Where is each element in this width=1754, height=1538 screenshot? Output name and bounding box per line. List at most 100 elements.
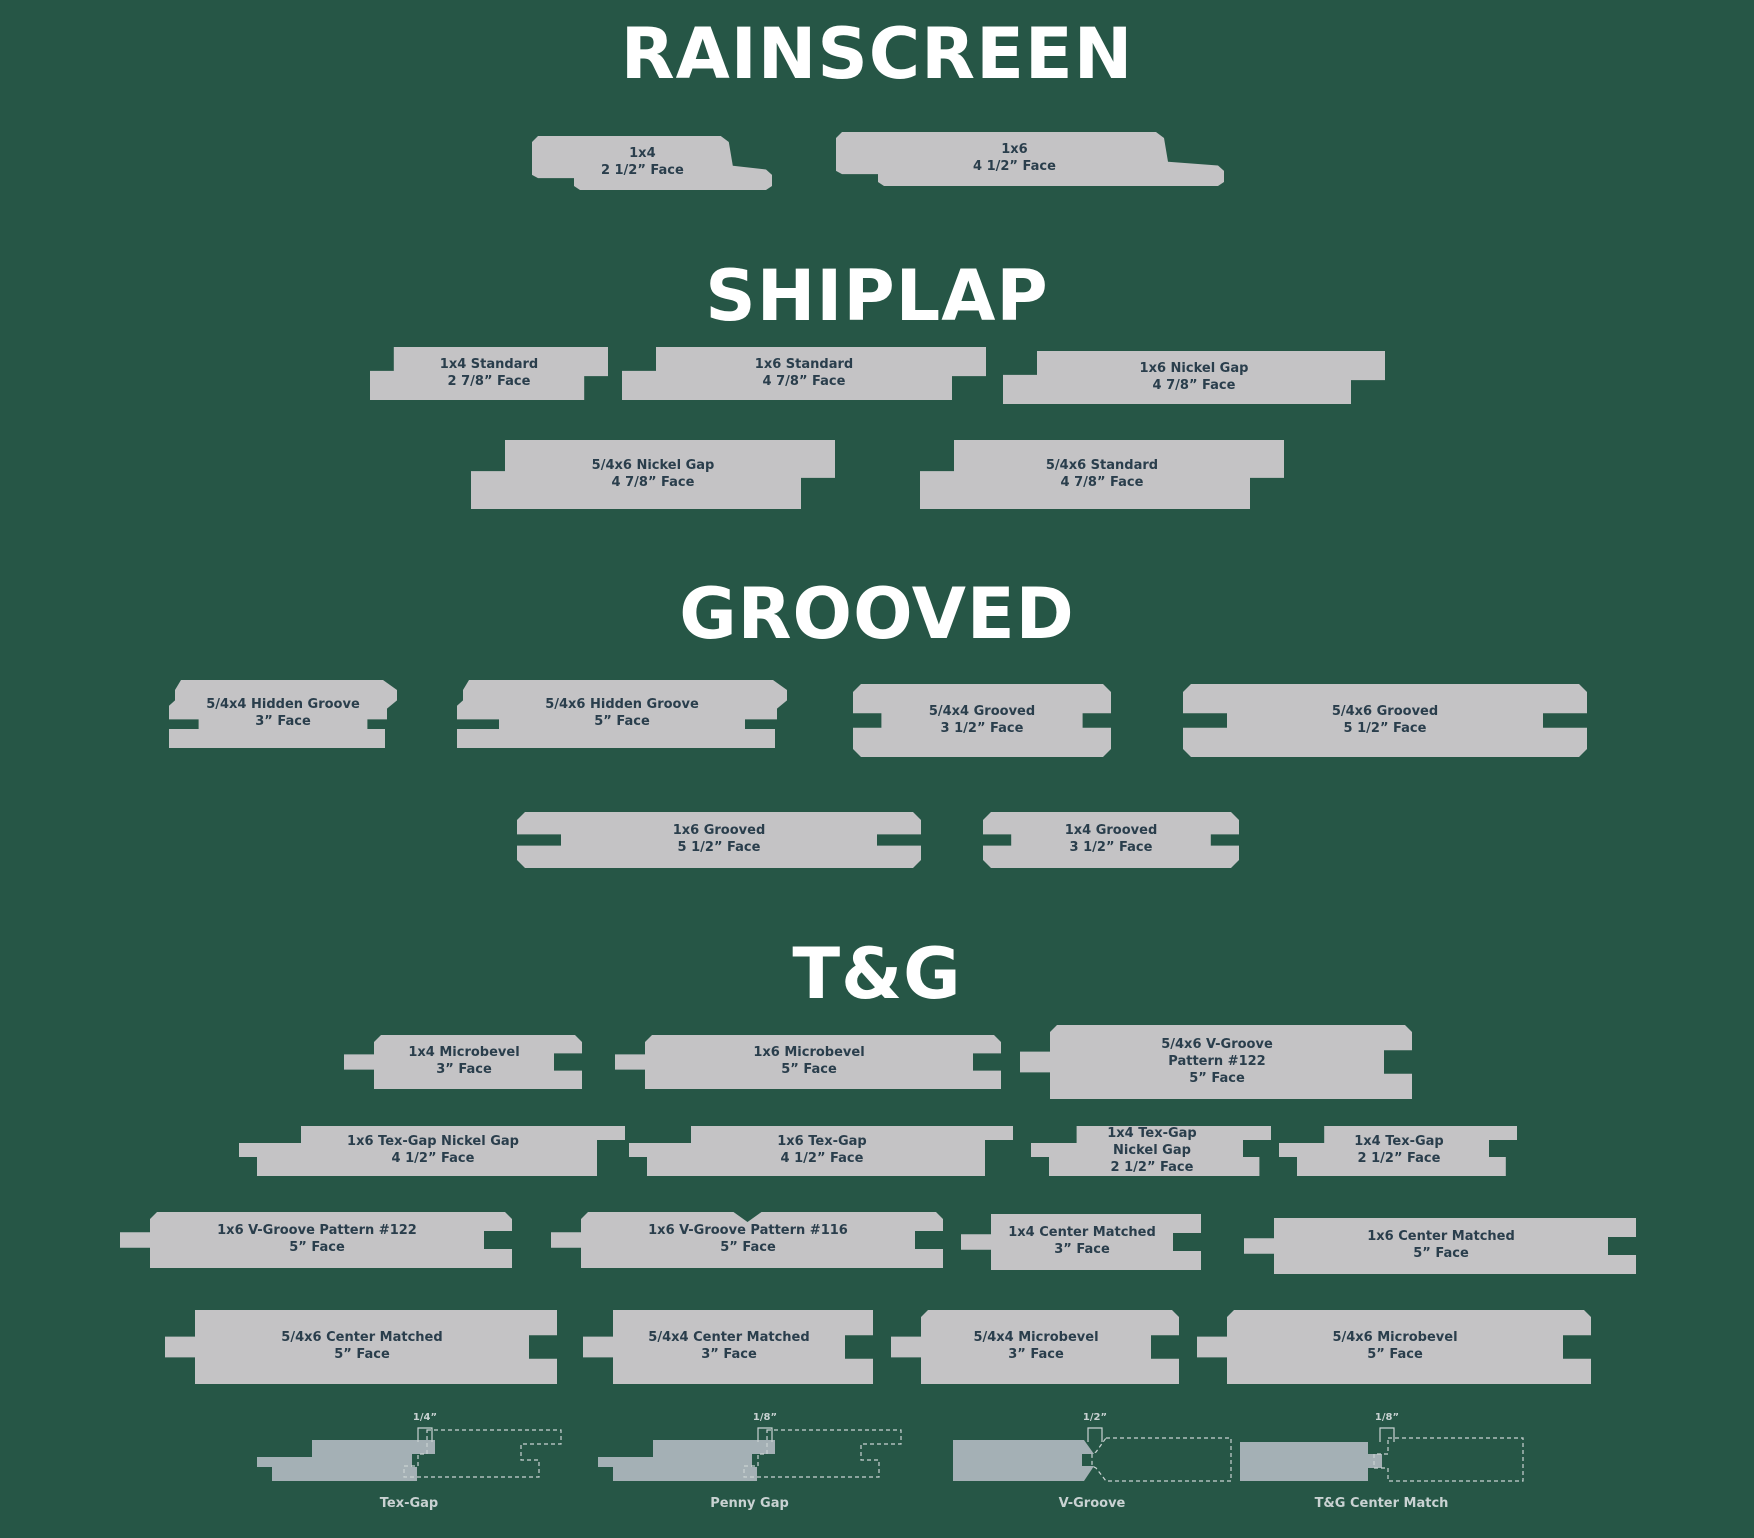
profile-shape-tg-54x6-vgroove-122	[1020, 1025, 1412, 1099]
profile-shape-rs-1x6	[836, 132, 1224, 186]
profile-label-line: 1x6 Nickel Gap	[1139, 360, 1249, 376]
profile-label-line: 4 7/8” Face	[1060, 474, 1144, 490]
section-title-grooved: GROOVED	[679, 573, 1075, 655]
profile-label-tg-1x6-vgroove-116: 1x6 V-Groove Pattern #116 5” Face	[538, 1222, 958, 1256]
gap-board-outline	[743, 1429, 902, 1478]
profile-shape-tg-54x6-microbevel	[1197, 1310, 1591, 1384]
profile-label-line: 5” Face	[781, 1062, 837, 1077]
profile-label-line: 2 1/2” Face	[1110, 1159, 1194, 1175]
profile-label-line: 5/4x6 Center Matched	[281, 1330, 443, 1345]
profile-label-line: 1x4 Center Matched	[1008, 1225, 1156, 1240]
gap-diagram-tex-gap	[257, 1427, 562, 1481]
profile-label-line: 1x6 Center Matched	[1367, 1229, 1515, 1244]
gap-dimension-bracket	[757, 1427, 773, 1442]
profile-label-line: 5” Face	[720, 1240, 776, 1255]
profile-label-line: 1x6 Standard	[754, 356, 854, 372]
gap-type-name: T&G Center Match	[1314, 1496, 1449, 1511]
gap-dimension-label: 1/2”	[1082, 1412, 1108, 1423]
gap-diagram-v-groove	[953, 1427, 1232, 1482]
gap-diagram-penny-gap	[598, 1427, 902, 1481]
profile-shape-gr-1x4-grooved	[983, 812, 1239, 868]
gap-board-outline	[1373, 1437, 1524, 1482]
profile-label-line: 5 1/2” Face	[677, 840, 761, 855]
profile-label-line: 3” Face	[701, 1347, 757, 1362]
profile-label-line: 5 1/2” Face	[1343, 720, 1427, 736]
profile-shape-gr-54x6-grooved	[1183, 684, 1587, 757]
profile-label-line: 3” Face	[255, 714, 311, 729]
profile-label-line: 5” Face	[1413, 1246, 1469, 1261]
profile-label-line: 1x4 Standard	[439, 356, 539, 372]
profile-label-line: Nickel Gap	[1113, 1142, 1191, 1158]
profile-shape-tg-54x4-center-matched	[583, 1310, 873, 1384]
gap-dimension-bracket	[1379, 1427, 1395, 1442]
profile-label-line: 1x6 Grooved	[672, 823, 766, 838]
profile-label-line: 1x6 Tex-Gap	[777, 1134, 867, 1149]
gap-diagram-tg-center-match	[1240, 1427, 1524, 1482]
profile-label-line: 3” Face	[436, 1062, 492, 1077]
gap-board-solid	[257, 1440, 435, 1481]
profile-label-line: 3” Face	[1008, 1347, 1064, 1362]
gap-dimension-bracket	[417, 1427, 433, 1442]
profile-label-line: 1x4 Microbevel	[408, 1045, 520, 1060]
profile-label-gr-1x4-grooved: 1x4 Grooved 3 1/2” Face	[901, 822, 1321, 856]
profile-shape-tg-1x6-texgap	[629, 1126, 1013, 1176]
profile-shape-tg-1x6-texgap-nickel	[239, 1126, 625, 1176]
profile-label-line: 2 1/2” Face	[1357, 1151, 1441, 1166]
profile-label-line: 3 1/2” Face	[940, 720, 1024, 736]
profile-label-tg-1x6-vgroove-122: 1x6 V-Groove Pattern #122 5” Face	[107, 1222, 527, 1256]
profile-shape-rs-1x4	[532, 136, 772, 190]
profile-label-line: 3 1/2” Face	[1069, 840, 1153, 855]
profile-label-line: 1x4 Tex-Gap	[1107, 1125, 1197, 1141]
profile-shape-sl-1x4-standard	[370, 347, 608, 400]
gap-board-solid	[598, 1440, 775, 1481]
profile-shape-tg-1x4-texgap-nickel	[1031, 1126, 1271, 1176]
gap-board-solid	[1240, 1442, 1382, 1481]
profile-shape-tg-1x6-vgroove-116	[551, 1212, 943, 1268]
profile-shape-gr-54x4-grooved	[853, 684, 1111, 757]
profile-shape-sl-1x6-standard	[622, 347, 986, 400]
profile-shape-sl-54x6-standard	[920, 440, 1284, 509]
profile-label-line: 5” Face	[334, 1347, 390, 1362]
profile-label-line: 1x6 V-Groove Pattern #122	[217, 1223, 417, 1238]
profile-label-tg-54x6-center-matched: 5/4x6 Center Matched 5” Face	[152, 1329, 572, 1363]
profile-label-line: 2 1/2” Face	[600, 163, 684, 178]
profile-label-line: 5/4x6 Standard	[1045, 457, 1159, 473]
profile-label-line: 4 7/8” Face	[611, 474, 695, 490]
profile-label-tg-1x4-texgap: 1x4 Tex-Gap 2 1/2” Face	[1189, 1133, 1609, 1167]
section-title-rainscreen: RAINSCREEN	[620, 13, 1134, 95]
profile-label-line: 1x4 Tex-Gap	[1354, 1134, 1444, 1149]
profile-label-line: 1x6 V-Groove Pattern #116	[648, 1223, 848, 1238]
profile-label-line: 1x4	[629, 146, 656, 161]
gap-dimension-label: 1/8”	[1374, 1412, 1400, 1423]
profile-label-line: 5/4x4 Grooved	[928, 703, 1036, 719]
profile-label-line: 1x4 Grooved	[1064, 823, 1158, 838]
profile-shape-tg-1x4-texgap	[1279, 1126, 1517, 1176]
profile-shape-tg-1x6-microbevel	[615, 1035, 1001, 1089]
gap-type-name: Penny Gap	[710, 1496, 789, 1511]
profile-label-gr-1x6-grooved: 1x6 Grooved 5 1/2” Face	[509, 822, 929, 856]
profile-label-rs-1x4: 1x4 2 1/2” Face	[432, 145, 852, 179]
gap-dimension-label: 1/4”	[412, 1412, 438, 1423]
gap-board-solid	[953, 1440, 1094, 1481]
profile-label-line: 5/4x6 Microbevel	[1332, 1330, 1458, 1345]
profile-shape-gr-1x6-grooved	[517, 812, 921, 868]
profile-label-line: 5/4x6 Hidden Groove	[545, 697, 699, 712]
profile-label-line: 5” Face	[1189, 1070, 1245, 1086]
profile-label-line: 5” Face	[289, 1240, 345, 1255]
profile-shape-tg-1x4-microbevel	[344, 1035, 582, 1089]
